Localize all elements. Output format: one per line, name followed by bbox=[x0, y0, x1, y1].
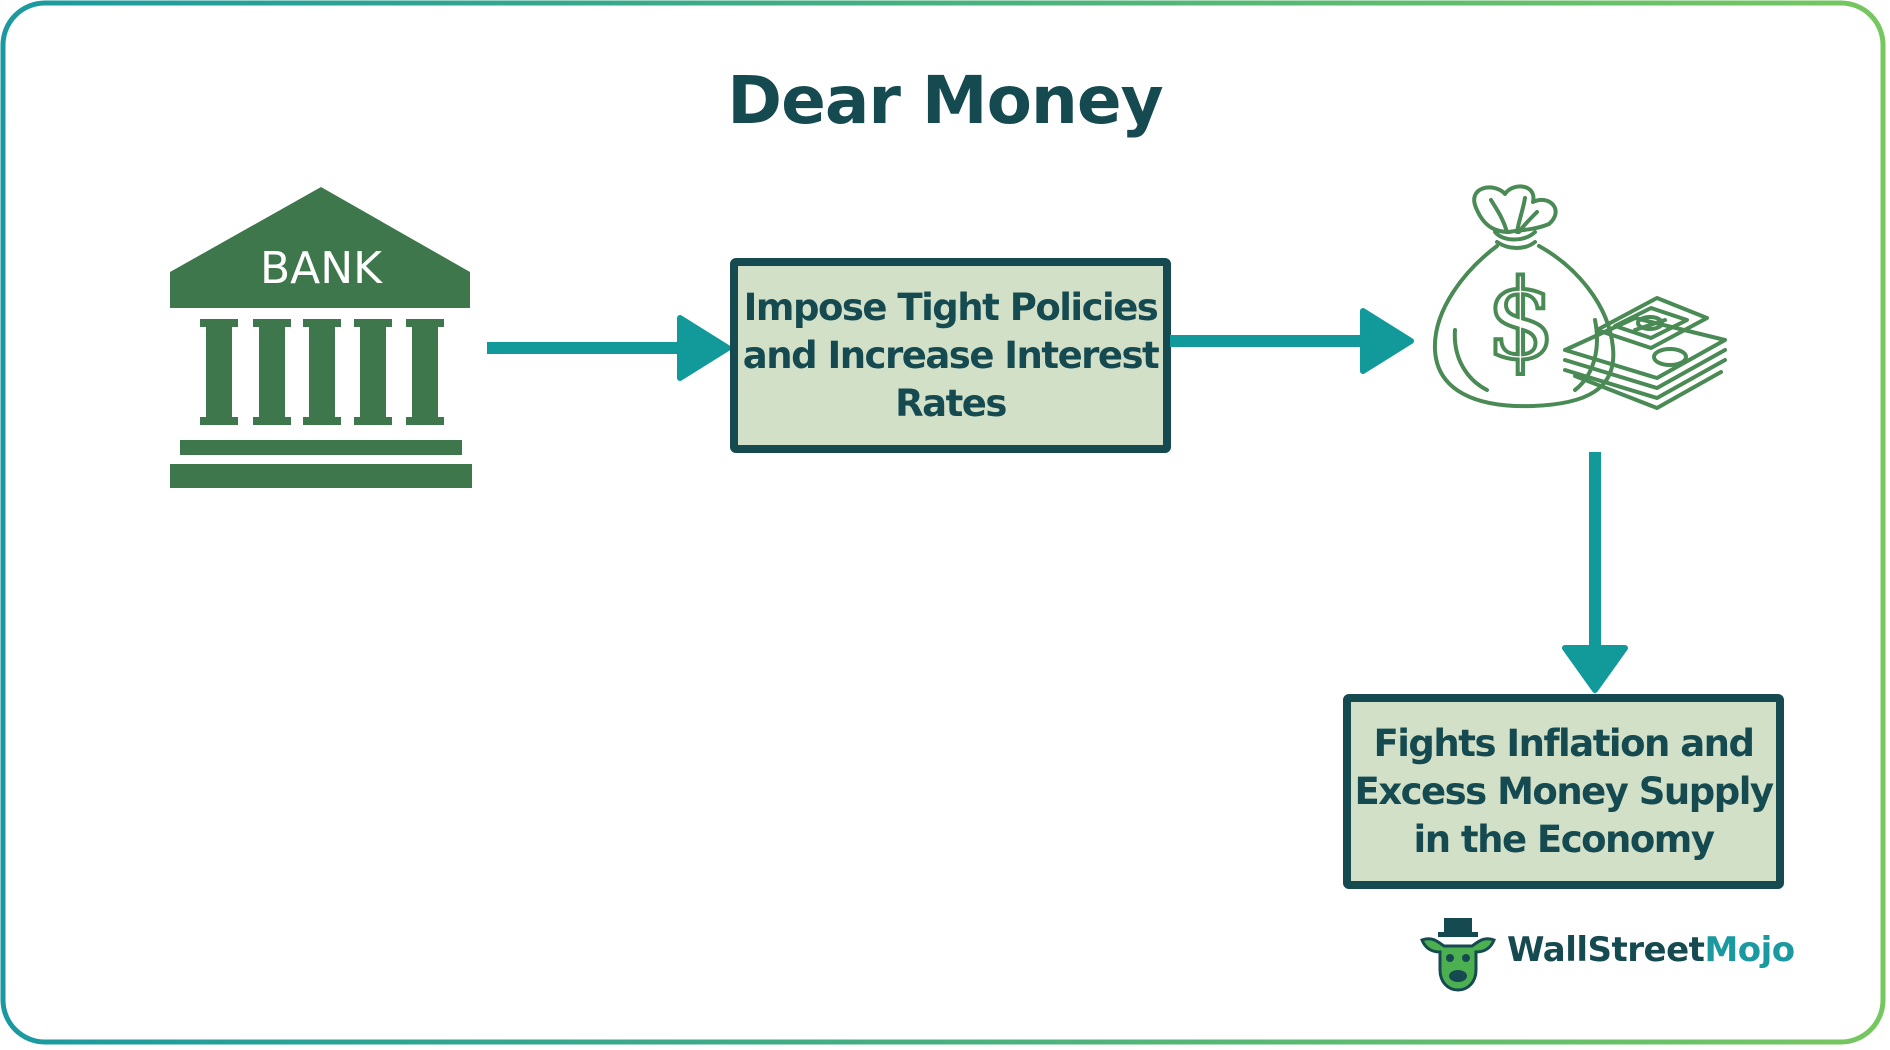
logo-text-mojo: Mojo bbox=[1704, 930, 1795, 970]
step-box-fights-inflation: Fights Inflation and Excess Money Supply… bbox=[1343, 694, 1784, 889]
page-title: Dear Money bbox=[727, 62, 1163, 139]
brand-logo: WallStreetMojo bbox=[1507, 930, 1795, 970]
mojo-logo-icon bbox=[1420, 918, 1496, 992]
arrow-right-2 bbox=[1170, 308, 1414, 374]
bank-label: BANK bbox=[260, 243, 383, 294]
logo-text-wallstreet: WallStreet bbox=[1507, 930, 1705, 970]
dollar-sign: $ bbox=[1486, 256, 1556, 384]
bank-icon: BANK bbox=[170, 187, 472, 488]
step-box-tight-policies: Impose Tight Policies and Increase Inter… bbox=[730, 258, 1171, 453]
money-bag-icon: $ bbox=[1432, 184, 1727, 410]
arrow-right-1 bbox=[487, 315, 731, 381]
arrow-down bbox=[1562, 452, 1628, 693]
